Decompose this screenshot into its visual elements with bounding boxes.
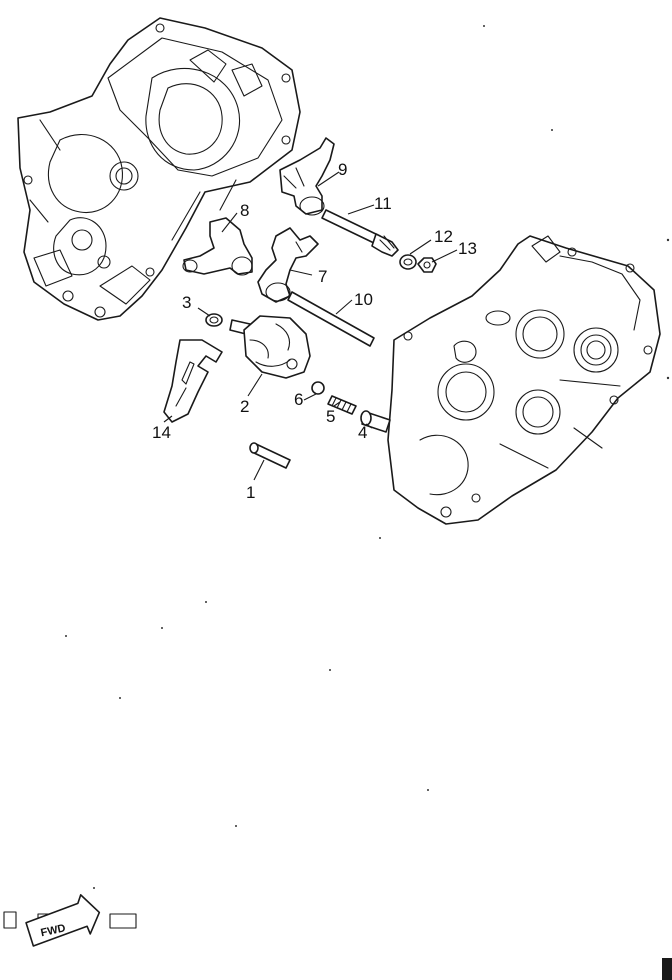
callout-8: 8 bbox=[240, 201, 249, 220]
nut-13 bbox=[417, 257, 437, 273]
callout-4: 4 bbox=[358, 423, 367, 442]
shift-fork-8 bbox=[182, 217, 253, 276]
callout-12: 12 bbox=[434, 227, 453, 246]
leader-lines bbox=[163, 171, 458, 481]
shift-shaft-11 bbox=[321, 209, 399, 257]
callout-labels: 9 8 11 12 13 7 10 3 2 6 5 4 14 1 bbox=[152, 160, 477, 502]
spring-5 bbox=[327, 395, 357, 415]
shift-fork-7 bbox=[257, 227, 319, 303]
callout-13: 13 bbox=[458, 239, 477, 258]
callout-14: 14 bbox=[152, 423, 171, 442]
callout-7: 7 bbox=[318, 267, 327, 286]
callout-3: 3 bbox=[182, 293, 191, 312]
shift-lever-14 bbox=[163, 339, 223, 423]
callout-10: 10 bbox=[354, 290, 373, 309]
page-corner-mark bbox=[662, 958, 672, 980]
callout-6: 6 bbox=[294, 390, 303, 409]
shift-shaft-10 bbox=[287, 291, 375, 347]
ball-6 bbox=[311, 381, 325, 395]
callout-9: 9 bbox=[338, 160, 347, 179]
callout-1: 1 bbox=[246, 483, 255, 502]
circlip-3 bbox=[205, 313, 223, 327]
callout-2: 2 bbox=[240, 397, 249, 416]
pin-1 bbox=[249, 442, 291, 469]
shift-drum-2 bbox=[229, 315, 311, 379]
fwd-arrow-icon: FWD bbox=[3, 894, 137, 947]
callout-11: 11 bbox=[374, 194, 392, 213]
fwd-label: FWD bbox=[40, 922, 67, 939]
callout-5: 5 bbox=[326, 407, 335, 426]
right-crankcase-half bbox=[387, 235, 661, 525]
plug-4 bbox=[360, 410, 391, 433]
shift-fork-9 bbox=[279, 137, 335, 216]
scan-specks bbox=[65, 25, 670, 889]
left-crankcase-half bbox=[17, 17, 301, 321]
washer-12 bbox=[399, 254, 417, 270]
